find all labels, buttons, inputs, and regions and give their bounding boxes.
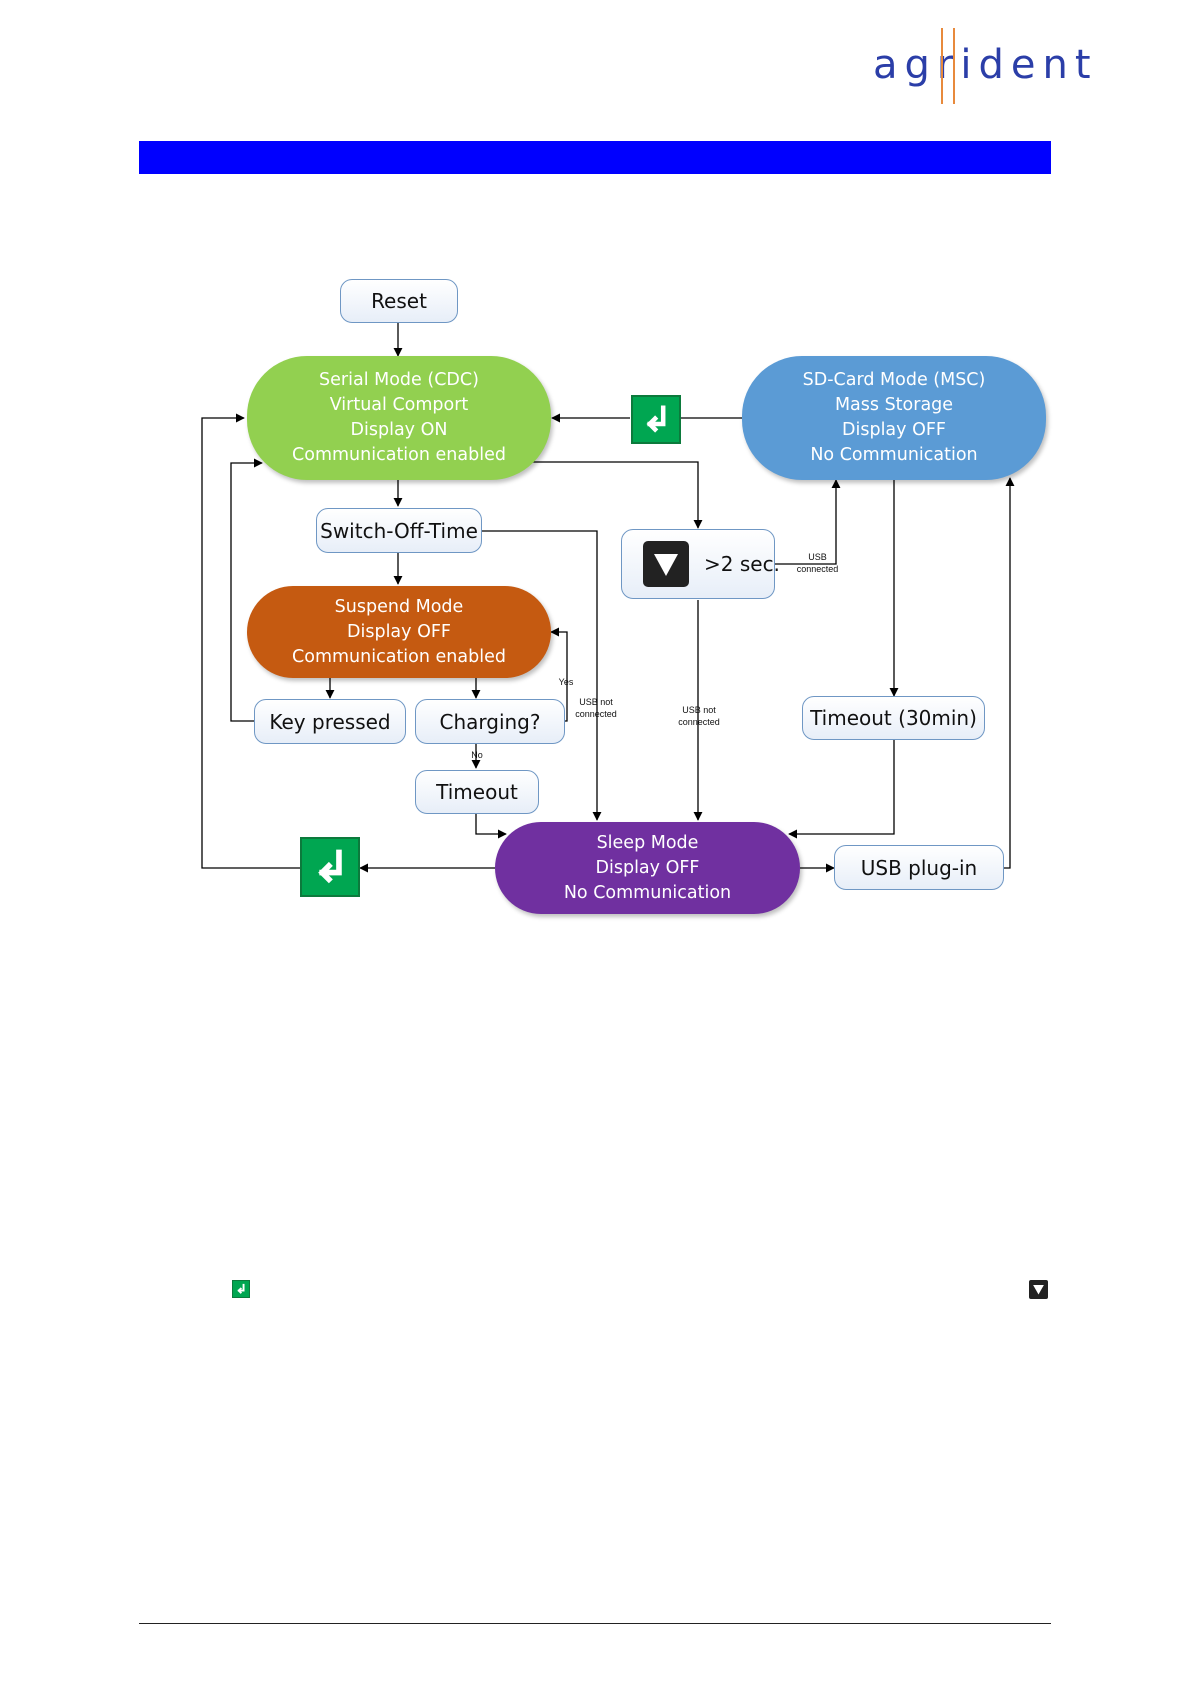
logo-bar xyxy=(941,28,943,104)
serial-mode-node: Serial Mode (CDC) Virtual Comport Displa… xyxy=(247,356,551,480)
edge-label-line: connected xyxy=(796,564,839,574)
timeout-30min-node: Timeout (30min) xyxy=(802,696,985,740)
footer-rule xyxy=(139,1623,1051,1624)
edge-label-usb-connected: USB connected xyxy=(790,551,845,575)
logo-bar xyxy=(953,28,955,104)
down-key-duration: >2 sec. xyxy=(704,552,780,576)
sdcard-mode-line: No Communication xyxy=(810,445,978,465)
down-arrow-key-icon xyxy=(1029,1280,1048,1299)
down-arrow-key-icon xyxy=(643,541,689,587)
serial-mode-line: Display ON xyxy=(350,420,448,440)
down-key-node: >2 sec. xyxy=(621,529,780,599)
suspend-mode-node: Suspend Mode Display OFF Communication e… xyxy=(247,586,551,678)
reset-node: Reset xyxy=(340,279,458,323)
usb-plugin-node: USB plug-in xyxy=(834,845,1004,890)
enter-key-icon xyxy=(232,1280,250,1298)
serial-mode-line: Virtual Comport xyxy=(329,395,469,415)
edge-label-usb-not-connected: USB not connected xyxy=(669,704,729,728)
connector-lines xyxy=(201,323,1015,873)
edge-label-usb-not-connected: USB not connected xyxy=(566,696,626,720)
serial-mode-line: Communication enabled xyxy=(292,445,506,465)
charging-node: Charging? xyxy=(415,699,565,744)
sdcard-mode-line: Mass Storage xyxy=(834,395,954,415)
logo-text: agrident xyxy=(873,42,1098,88)
edge-label-line: USB xyxy=(808,552,827,562)
switch-off-time-node: Switch-Off-Time xyxy=(316,508,482,553)
suspend-mode-line: Suspend Mode xyxy=(334,596,464,617)
edge-label-line: connected xyxy=(575,709,617,719)
enter-key-icon xyxy=(631,395,681,444)
edge-label-line: USB not xyxy=(682,705,716,715)
edge-label-line: USB not xyxy=(579,697,613,707)
enter-key-icon xyxy=(300,837,360,897)
key-pressed-node: Key pressed xyxy=(254,699,406,744)
agrident-logo: agrident xyxy=(873,26,1091,106)
edge-label-yes: Yes xyxy=(558,677,574,687)
header-bar xyxy=(139,141,1051,174)
suspend-mode-line: Communication enabled xyxy=(292,646,506,667)
serial-mode-line: Serial Mode (CDC) xyxy=(319,370,479,390)
sleep-mode-line: No Communication xyxy=(563,882,732,903)
sleep-mode-line: Display OFF xyxy=(595,857,700,878)
state-diagram: Reset Serial Mode (CDC) Virtual Comport … xyxy=(201,279,1046,914)
edge-label-line: connected xyxy=(678,717,720,727)
sdcard-mode-node: SD-Card Mode (MSC) Mass Storage Display … xyxy=(742,356,1046,480)
sleep-mode-line: Sleep Mode xyxy=(596,832,699,853)
sleep-mode-node: Sleep Mode Display OFF No Communication xyxy=(495,822,800,914)
edge-label-no: No xyxy=(471,750,483,760)
timeout-node: Timeout xyxy=(415,770,539,814)
suspend-mode-line: Display OFF xyxy=(347,621,451,642)
sdcard-mode-line: SD-Card Mode (MSC) xyxy=(802,370,986,390)
sdcard-mode-line: Display OFF xyxy=(842,420,946,440)
